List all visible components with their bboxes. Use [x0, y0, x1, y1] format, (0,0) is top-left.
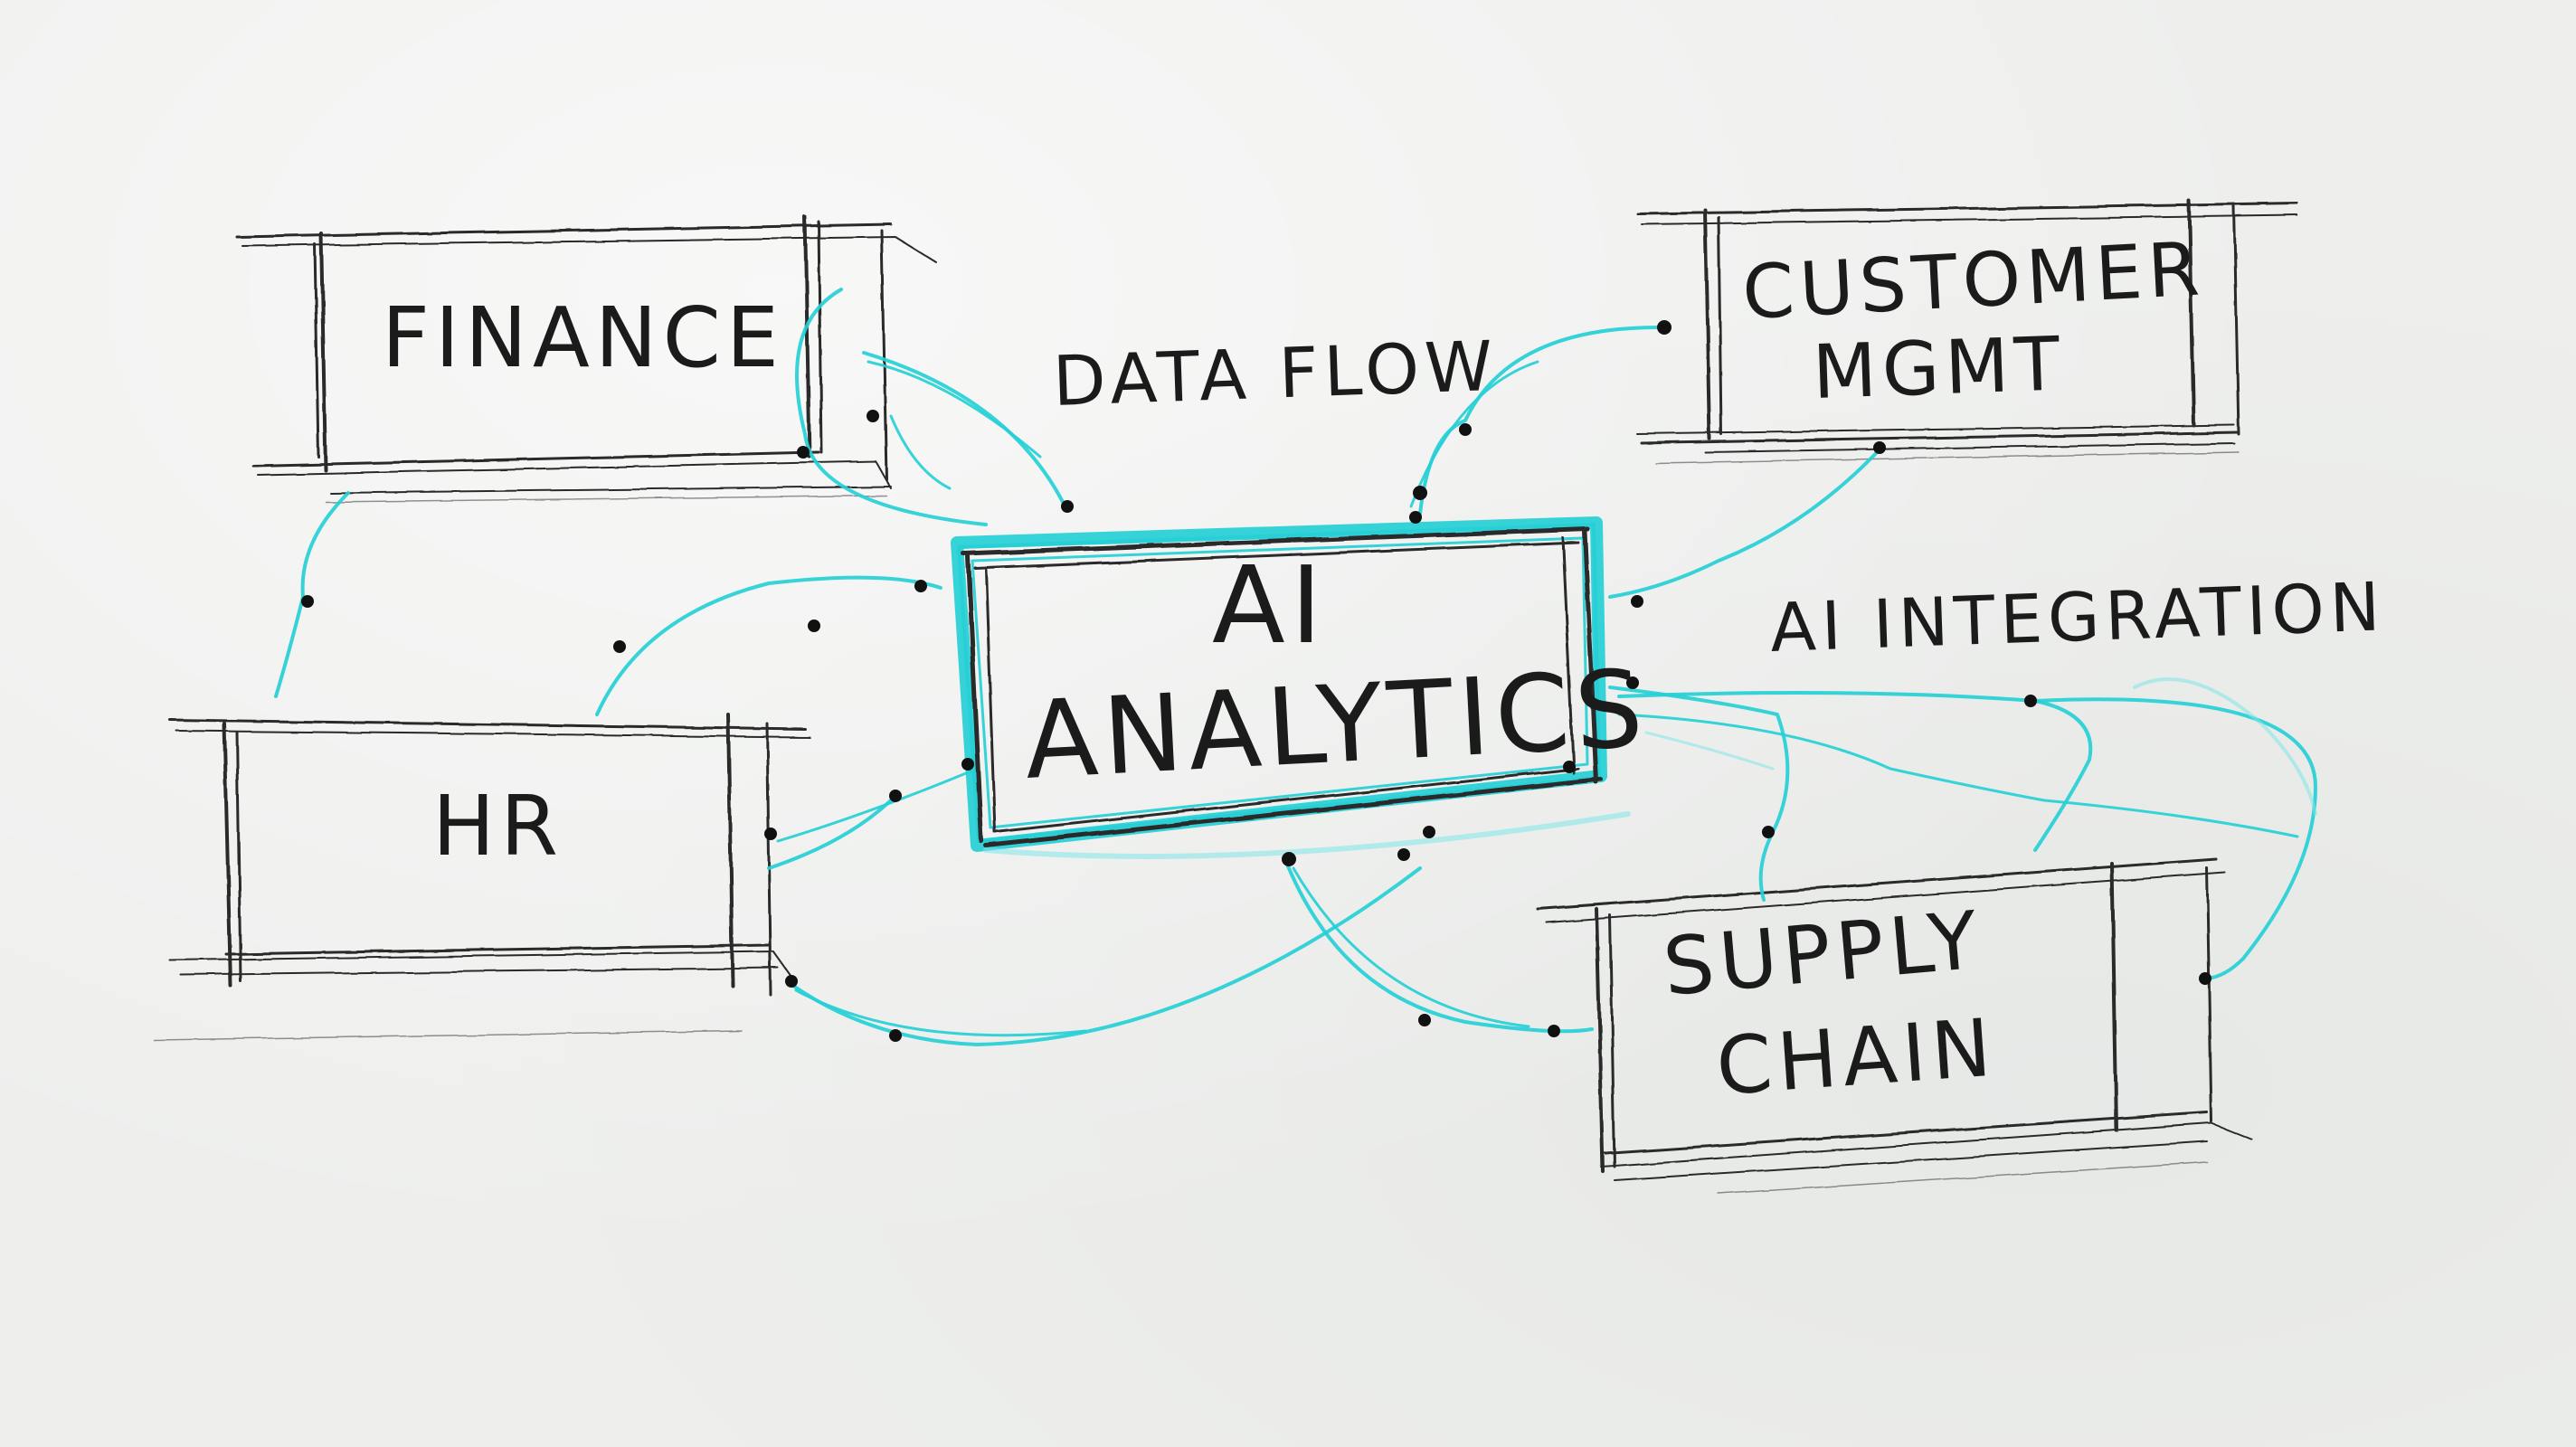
- connector-dot: [914, 580, 927, 592]
- connector-dot: [1413, 486, 1427, 500]
- connector-dot: [1563, 761, 1576, 773]
- connector-dot: [797, 446, 810, 459]
- hr-label: HR: [432, 778, 564, 875]
- connector-dot: [1657, 320, 1672, 335]
- connector-dot: [1873, 441, 1886, 454]
- finance-box: [235, 215, 937, 503]
- connector-dot: [1282, 852, 1296, 866]
- connector-dot: [764, 828, 777, 840]
- connector-dot: [889, 790, 902, 802]
- supply-chain-label-line2: CHAIN: [1713, 1001, 1999, 1113]
- connector-dot: [1626, 676, 1639, 689]
- connector-dot: [808, 619, 820, 632]
- data-flow-annotation: DATA FLOW: [1052, 326, 1500, 421]
- customer-mgmt-label-line1: CUSTOMER: [1740, 226, 2207, 336]
- connector-dot: [785, 975, 798, 988]
- finance-label: FINANCE: [382, 289, 784, 386]
- ai-integration-annotation: AI INTEGRATION: [1769, 568, 2387, 667]
- supply-chain-box: [1536, 857, 2253, 1195]
- connector-dot: [2024, 695, 2037, 707]
- connector-dot: [889, 1029, 902, 1042]
- hr-box: [153, 713, 810, 1041]
- connector-dot: [1762, 826, 1775, 838]
- connector-dot: [1061, 500, 1074, 513]
- customer-mgmt-box: [1635, 199, 2299, 464]
- ai-analytics-box: [961, 526, 1604, 848]
- connector-dot: [2199, 972, 2211, 985]
- connector-dot: [1409, 511, 1422, 524]
- connector-dot: [1418, 1014, 1431, 1026]
- connector-dot: [867, 410, 879, 422]
- connector-dots: [301, 320, 2211, 1042]
- connector-dot: [1459, 423, 1472, 436]
- connector-dot: [1397, 848, 1410, 861]
- connector-dot: [1631, 595, 1643, 608]
- ai-analytics-label-line1: AI: [1212, 543, 1328, 667]
- connector-dot: [301, 595, 314, 608]
- connector-dot: [961, 758, 974, 771]
- connector-dot: [613, 640, 626, 653]
- connector-dot: [1423, 826, 1435, 838]
- customer-mgmt-label-line2: MGMT: [1811, 321, 2066, 416]
- diagram-labels: FINANCE CUSTOMER MGMT HR SUPPLY CHAIN AI…: [382, 226, 2387, 1113]
- connector-dot: [1548, 1025, 1560, 1037]
